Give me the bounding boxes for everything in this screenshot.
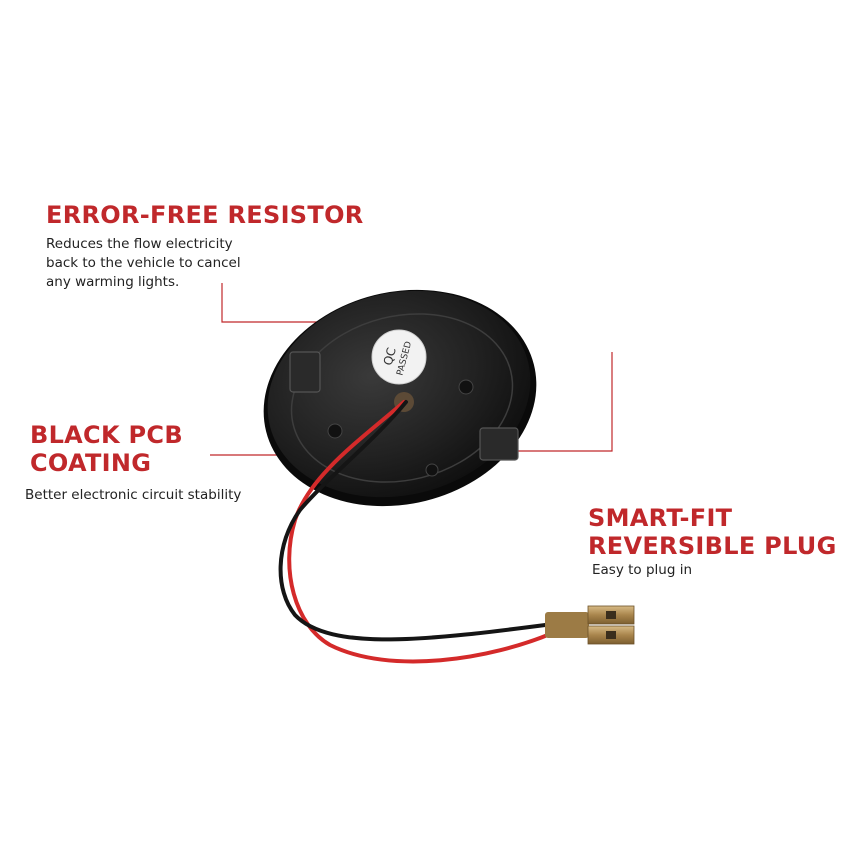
callout-title-line: COATING: [30, 449, 152, 477]
qc-sticker-line: QC: [381, 346, 399, 367]
red-wire: [287, 400, 557, 664]
mount-hole: [327, 423, 343, 439]
callout-description-line: any warming lights.: [46, 274, 180, 290]
pcb-inner-ring: [290, 313, 514, 483]
black-wire: [278, 400, 555, 642]
led-chip-right: [479, 427, 519, 461]
connector-sleeve: [545, 612, 589, 638]
callout-title-line: REVERSIBLE PLUG: [588, 532, 837, 560]
connector-contact: [606, 631, 616, 639]
callout-description: Better electronic circuit stability: [25, 487, 242, 503]
connector-plug: [545, 605, 635, 645]
callout-title: BLACK PCB COATING: [30, 421, 183, 477]
callout-description: Reduces the flow electricity back to the…: [46, 235, 241, 292]
callout-title: ERROR-FREE RESISTOR: [46, 201, 364, 229]
leader-line-resistor: [221, 283, 332, 323]
callout-description-line: Reduces the flow electricity: [46, 236, 233, 252]
qc-sticker: [371, 329, 427, 385]
mount-hole: [458, 379, 474, 395]
callout-title: SMART-FIT REVERSIBLE PLUG: [588, 504, 837, 560]
callout-description: Easy to plug in: [592, 562, 693, 578]
mount-hole: [425, 463, 439, 477]
wires: [278, 400, 557, 664]
callout-description-line: back to the vehicle to cancel: [46, 255, 241, 271]
pcb-board: QC PASSED: [263, 289, 537, 507]
callout-title-line: BLACK PCB: [30, 421, 183, 449]
callout-title-line: SMART-FIT: [588, 504, 733, 532]
led-chip-left: [289, 351, 321, 393]
connector-contact: [606, 611, 616, 619]
